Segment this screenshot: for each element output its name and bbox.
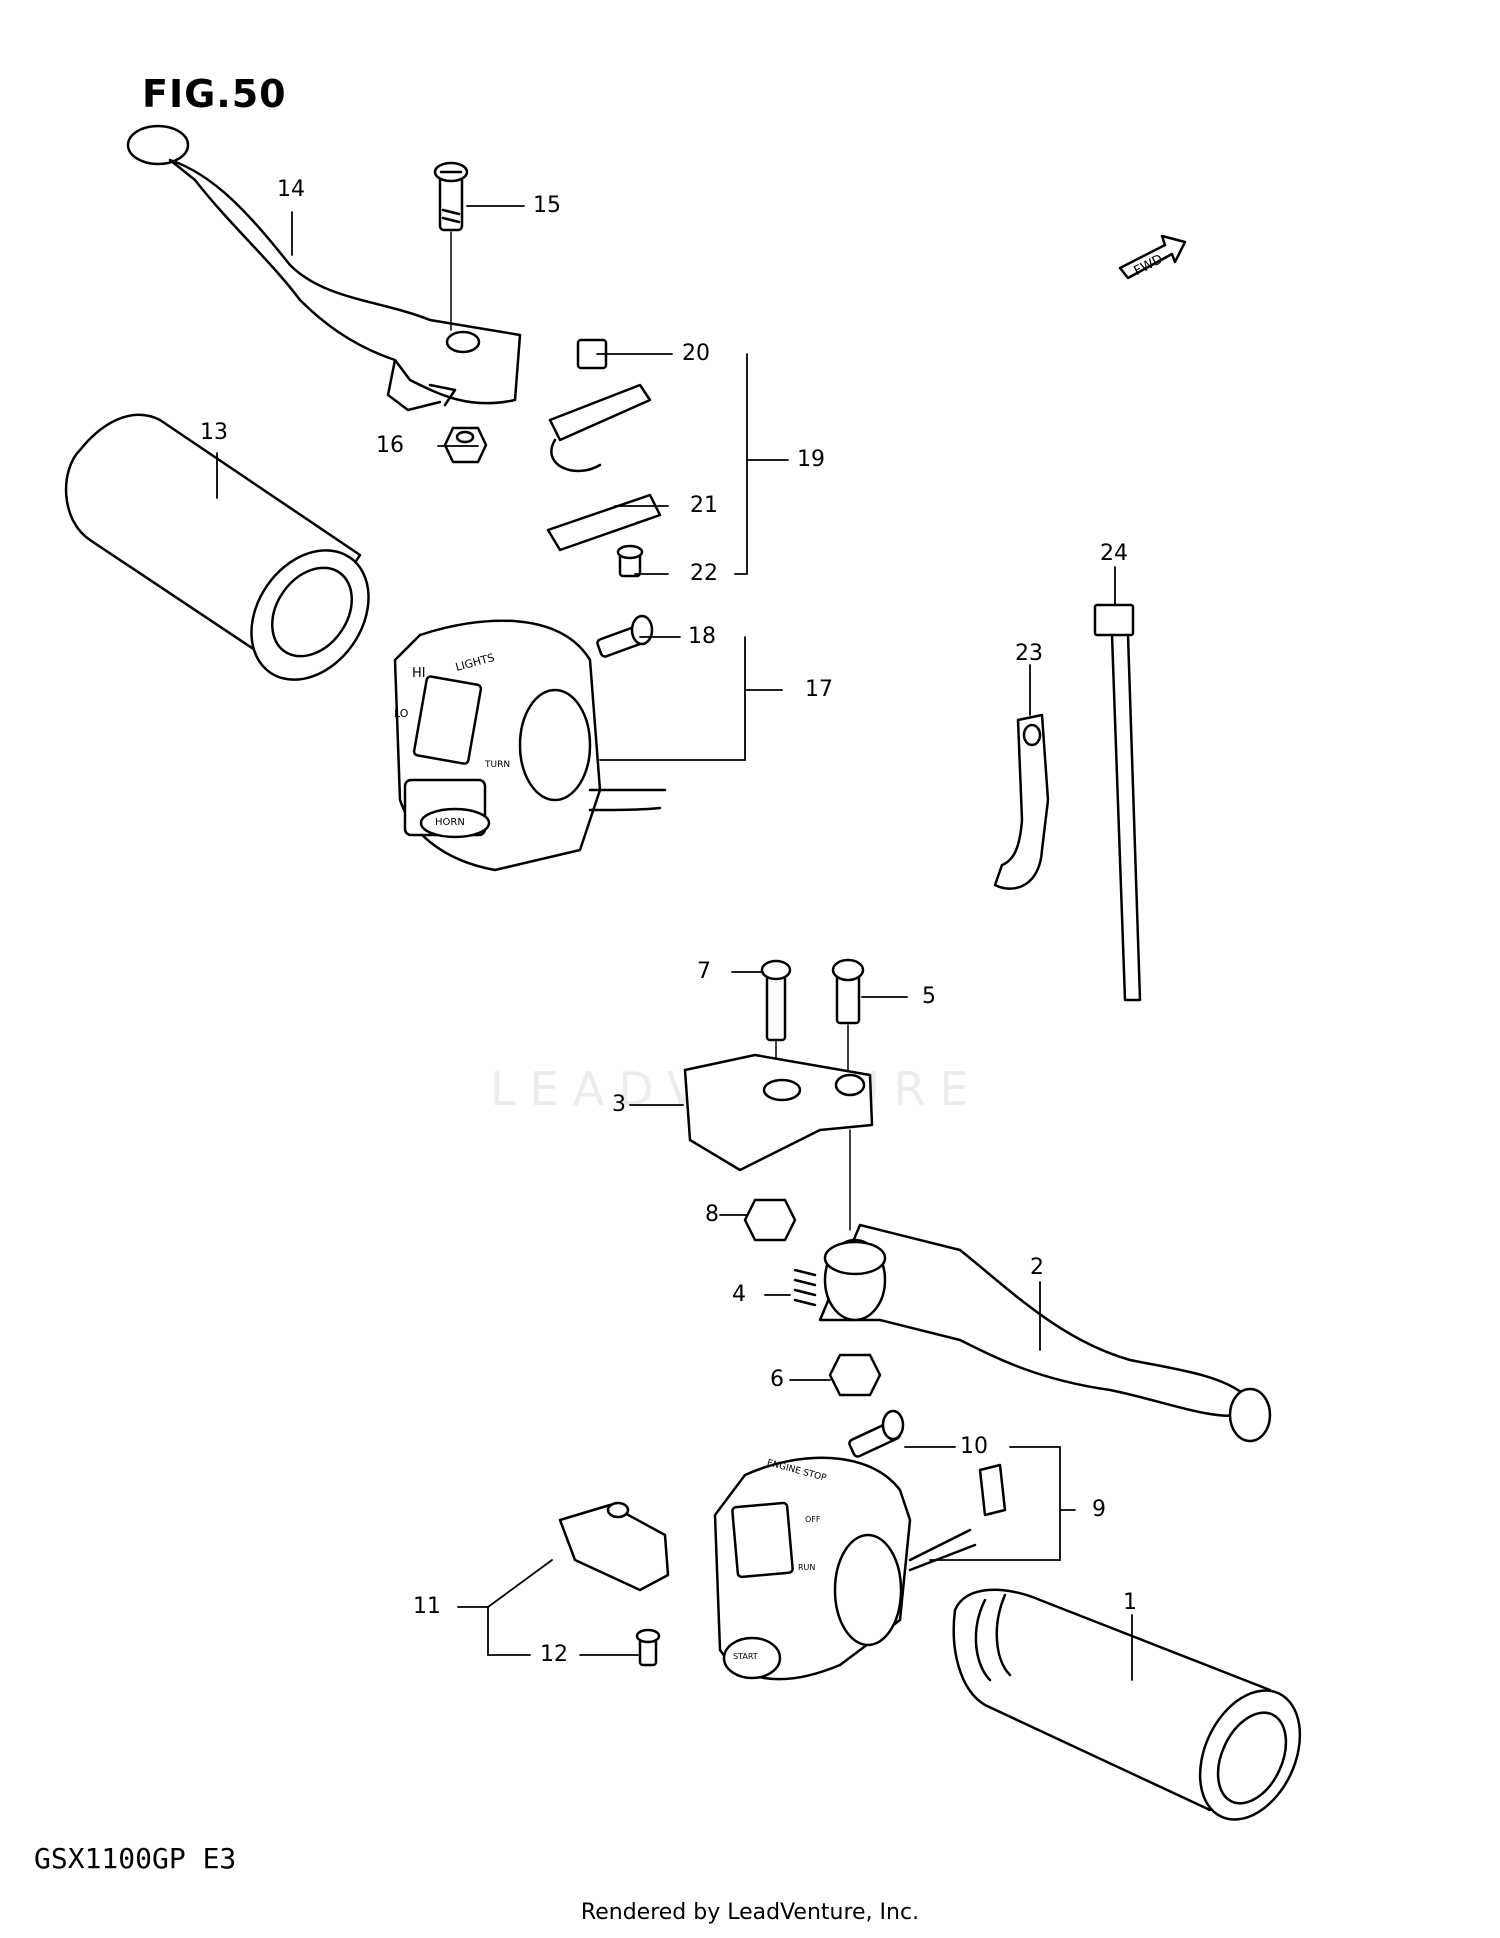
callout-2: 2 [1030, 1255, 1044, 1280]
callout-7: 7 [697, 959, 711, 984]
callout-9: 9 [1092, 1497, 1106, 1522]
callout-17: 17 [805, 677, 833, 702]
cable-tie-part [1093, 603, 1142, 1002]
callout-21: 21 [690, 493, 718, 518]
clutch-lever-part [126, 124, 522, 412]
figure-title: FIG.50 [142, 72, 287, 116]
pivot-bolt-part [433, 161, 469, 331]
run-label: RUN [798, 1563, 816, 1572]
handlebar-grip-part [64, 413, 370, 681]
callout-11: 11 [413, 1594, 441, 1619]
right-switch-screw-part [848, 1409, 905, 1458]
right-switch-housing-part [713, 1456, 1007, 1681]
clutch-switch-parts [546, 338, 662, 578]
fwd-label: FWD [1132, 252, 1166, 279]
lo-label: LO [394, 707, 409, 720]
left-switch-housing-part [393, 614, 667, 872]
callout-13: 13 [200, 420, 228, 445]
callout-15: 15 [533, 193, 561, 218]
start-label: START [733, 1652, 758, 1661]
fwd-arrow-icon: FWD [1118, 234, 1187, 280]
callout-12: 12 [540, 1642, 568, 1667]
hi-label: HI [412, 666, 426, 681]
turn-label: TURN [485, 760, 511, 770]
callout-16: 16 [376, 433, 404, 458]
callout-14: 14 [277, 177, 305, 202]
horn-label: HORN [435, 817, 465, 828]
throttle-grip-part [952, 1588, 1302, 1821]
callout-20: 20 [682, 341, 710, 366]
callout-22: 22 [690, 561, 718, 586]
callout-8: 8 [705, 1202, 719, 1227]
callout-18: 18 [688, 624, 716, 649]
callout-3: 3 [612, 1092, 626, 1117]
model-code: GSX1100GP E3 [34, 1842, 237, 1875]
callout-5: 5 [922, 984, 936, 1009]
off-label: OFF [805, 1515, 821, 1524]
lever-holder-part [683, 1053, 874, 1231]
callout-19: 19 [797, 447, 825, 472]
callout-23: 23 [1015, 641, 1043, 666]
cable-clamp-part [993, 713, 1050, 890]
lever-nut-part [443, 426, 488, 464]
front-brake-lever-part [793, 1223, 1272, 1443]
footer-credit: Rendered by LeadVenture, Inc. [580, 1900, 920, 1925]
callout-6: 6 [770, 1367, 784, 1392]
front-brake-switch-part [558, 1501, 670, 1667]
callout-4: 4 [732, 1282, 746, 1307]
adjuster-bolts-part [760, 958, 865, 1086]
callout-1: 1 [1123, 1590, 1137, 1615]
callout-10: 10 [960, 1434, 988, 1459]
callout-24: 24 [1100, 541, 1128, 566]
leader-lines [216, 205, 1133, 1681]
holder-nuts-part [743, 1198, 882, 1397]
